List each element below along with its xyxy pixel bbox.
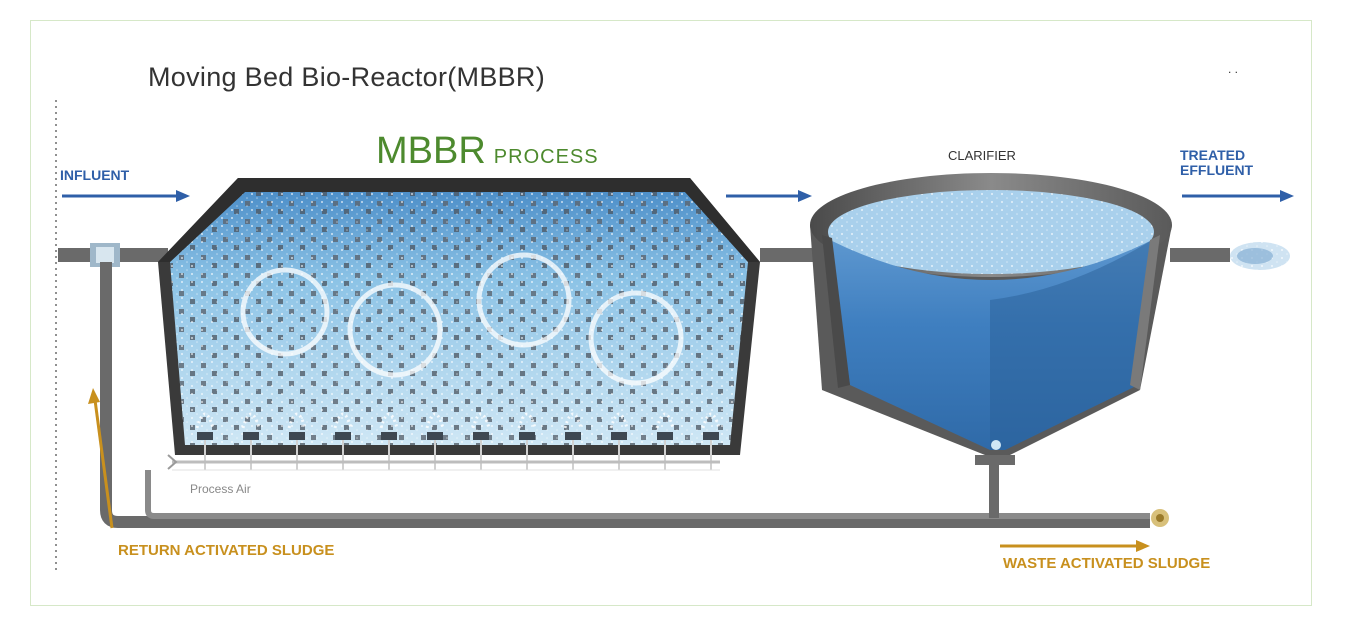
return-sludge-pipe-inner — [145, 470, 1150, 519]
process-heading-sub: PROCESS — [493, 146, 599, 168]
treated-label-line1: TREATED — [1180, 147, 1246, 163]
diffuser-head — [611, 432, 627, 440]
page-title: Moving Bed Bio-Reactor(MBBR) — [148, 62, 546, 92]
diffuser-head — [519, 432, 535, 440]
air-bubbles — [379, 412, 399, 429]
effluent-arrow — [1182, 190, 1294, 202]
return-sludge-label: RETURN ACTIVATED SLUDGE — [118, 542, 335, 559]
underflow-pipe — [989, 460, 999, 518]
air-bubbles — [517, 412, 537, 429]
effluent-spray — [1230, 242, 1290, 270]
diagram-frame — [30, 20, 1312, 606]
influent-arrow — [62, 190, 190, 202]
diffuser-head — [381, 432, 397, 440]
waste-sludge-valve — [1151, 509, 1169, 527]
air-bubbles — [609, 412, 629, 429]
treated-label-line2: EFFLUENT — [1180, 162, 1254, 178]
return-sludge-arrow — [88, 388, 114, 529]
treated-effluent-label: TREATED EFFLUENT — [1180, 148, 1253, 178]
corner-marks: . . — [1228, 62, 1239, 76]
air-bubbles — [195, 412, 215, 429]
influent-label: INFLUENT — [60, 167, 130, 183]
air-bubbles — [425, 412, 445, 429]
air-bubbles — [701, 412, 721, 429]
diffuser-head — [473, 432, 489, 440]
air-bubbles — [563, 412, 583, 429]
diffuser-head — [427, 432, 443, 440]
diffuser-head — [243, 432, 259, 440]
process-heading: MBBR PROCESS — [376, 130, 599, 173]
air-bubbles — [287, 412, 307, 429]
mixing-swirls — [240, 252, 684, 386]
transfer-pipe — [760, 248, 820, 262]
diffuser-head — [657, 432, 673, 440]
diffuser-head — [703, 432, 719, 440]
clarifier-tank — [810, 173, 1172, 455]
waste-sludge-arrow — [1000, 540, 1150, 552]
process-heading-main: MBBR — [376, 130, 486, 172]
air-bubbles — [471, 412, 491, 429]
air-diffusers — [195, 412, 721, 470]
waste-sludge-label: WASTE ACTIVATED SLUDGE — [1003, 555, 1211, 572]
return-sludge-pipe — [100, 262, 1150, 528]
diffuser-head — [289, 432, 305, 440]
process-air-label: Process Air — [190, 482, 251, 496]
air-bubbles — [241, 412, 261, 429]
transfer-arrow — [726, 190, 812, 202]
process-air-header — [167, 454, 720, 471]
air-bubbles — [333, 412, 353, 429]
effluent-pipe — [1170, 248, 1230, 262]
mbbr-tank — [158, 178, 760, 455]
air-bubbles — [655, 412, 675, 429]
diffuser-head — [197, 432, 213, 440]
diffuser-head — [335, 432, 351, 440]
diffuser-head — [565, 432, 581, 440]
clarifier-label: CLARIFIER — [948, 148, 1016, 163]
